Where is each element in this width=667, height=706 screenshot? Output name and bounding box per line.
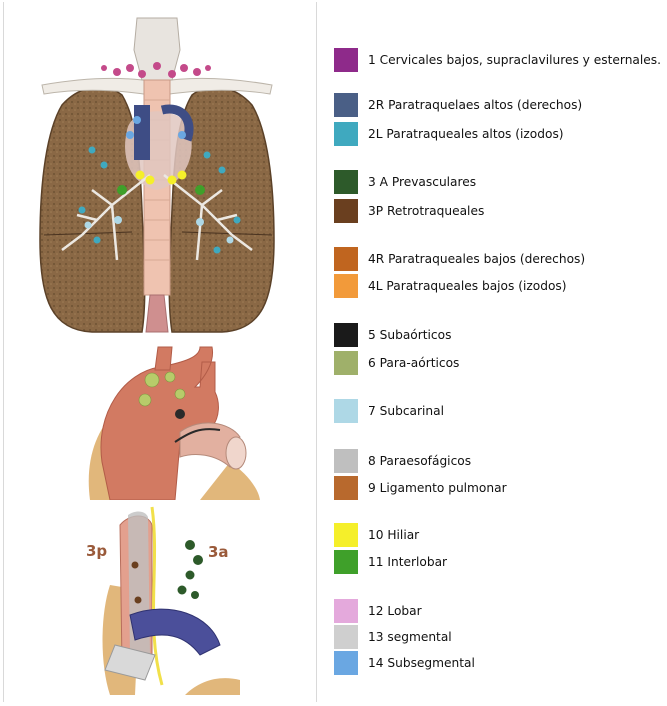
legend-label: 9 Ligamento pulmonar <box>368 481 507 495</box>
color-swatch <box>334 523 358 547</box>
color-swatch <box>334 399 358 423</box>
legend-label: 14 Subsegmental <box>368 656 475 670</box>
legend-item: 3 A Prevasculares <box>334 169 476 195</box>
legend-item: 14 Subsegmental <box>334 650 475 676</box>
legend-label: 5 Subaórticos <box>368 328 451 342</box>
legend-label: 2R Paratraquelaes altos (derechos) <box>368 98 582 112</box>
legend-label: 4L Paratraqueales bajos (izodos) <box>368 279 567 293</box>
color-swatch <box>334 625 358 649</box>
color-swatch <box>334 323 358 347</box>
legend-item: 7 Subcarinal <box>334 398 444 424</box>
legend-item: 5 Subaórticos <box>334 322 451 348</box>
color-swatch <box>334 550 358 574</box>
legend-item: 13 segmental <box>334 624 452 650</box>
legend-label: 1 Cervicales bajos, supraclavilures y es… <box>368 53 661 67</box>
legend-label: 3 A Prevasculares <box>368 175 476 189</box>
legend-item: 4L Paratraqueales bajos (izodos) <box>334 273 567 299</box>
legend-label: 6 Para-aórticos <box>368 356 459 370</box>
legend-item: 2L Paratraqueales altos (izodos) <box>334 121 564 147</box>
color-swatch <box>334 93 358 117</box>
legend-label: 13 segmental <box>368 630 452 644</box>
color-swatch <box>334 122 358 146</box>
legend-label: 8 Paraesofágicos <box>368 454 471 468</box>
legend-item: 10 Hiliar <box>334 522 419 548</box>
color-swatch <box>334 351 358 375</box>
legend-item: 2R Paratraquelaes altos (derechos) <box>334 92 582 118</box>
legend-label: 12 Lobar <box>368 604 422 618</box>
color-swatch <box>334 247 358 271</box>
color-swatch <box>334 599 358 623</box>
legend-item: 4R Paratraqueales bajos (derechos) <box>334 246 585 272</box>
legend-label: 4R Paratraqueales bajos (derechos) <box>368 252 585 266</box>
legend-item: 12 Lobar <box>334 598 422 624</box>
legend-label: 7 Subcarinal <box>368 404 444 418</box>
color-swatch <box>334 651 358 675</box>
legend-label: 11 Interlobar <box>368 555 447 569</box>
legend-label: 2L Paratraqueales altos (izodos) <box>368 127 564 141</box>
legend-item: 1 Cervicales bajos, supraclavilures y es… <box>334 47 661 73</box>
color-swatch <box>334 170 358 194</box>
legend-item: 6 Para-aórticos <box>334 350 459 376</box>
legend-item: 8 Paraesofágicos <box>334 448 471 474</box>
legend-label: 10 Hiliar <box>368 528 419 542</box>
color-swatch <box>334 48 358 72</box>
legend-item: 3P Retrotraqueales <box>334 198 484 224</box>
legend-item: 9 Ligamento pulmonar <box>334 475 507 501</box>
color-swatch <box>334 449 358 473</box>
color-swatch <box>334 476 358 500</box>
legend-item: 11 Interlobar <box>334 549 447 575</box>
color-swatch <box>334 274 358 298</box>
color-swatch <box>334 199 358 223</box>
legend-label: 3P Retrotraqueales <box>368 204 484 218</box>
